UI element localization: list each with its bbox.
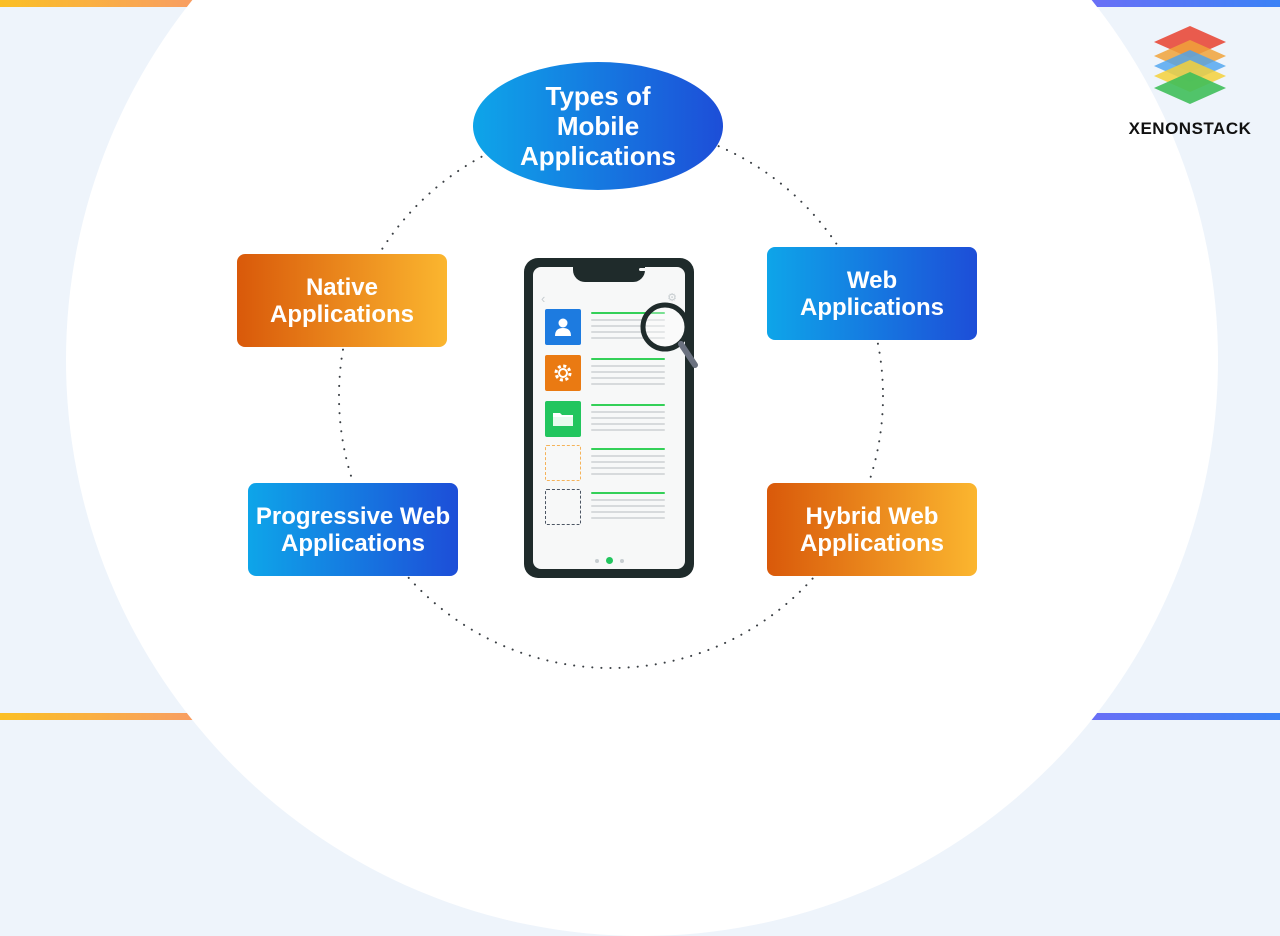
node-web-applications: Web Applications — [767, 247, 977, 340]
placeholder-icon — [545, 445, 581, 481]
node-hybrid-label: Hybrid Web Applications — [773, 503, 971, 557]
gear-icon — [545, 355, 581, 391]
logo-layers-icon — [1150, 24, 1230, 108]
node-progressive-label: Progressive Web Applications — [254, 503, 452, 557]
hub-title-ellipse: Types of Mobile Applications — [473, 62, 723, 190]
node-web-label: Web Applications — [773, 267, 971, 321]
node-native-applications: Native Applications — [237, 254, 447, 347]
chevron-left-icon: ‹ — [541, 291, 545, 306]
magnifier-icon — [640, 302, 702, 372]
user-icon — [545, 309, 581, 345]
hub-title: Types of Mobile Applications — [503, 81, 693, 171]
node-hybrid-web-applications: Hybrid Web Applications — [767, 483, 977, 576]
placeholder-icon — [545, 489, 581, 525]
node-progressive-web-applications: Progressive Web Applications — [248, 483, 458, 576]
logo-text: XENONSTACK — [1120, 119, 1260, 139]
xenonstack-logo: XENONSTACK — [1120, 24, 1260, 139]
folder-icon — [545, 401, 581, 437]
phone-notch — [573, 267, 645, 282]
page-indicator — [533, 557, 685, 564]
node-native-label: Native Applications — [243, 274, 441, 328]
